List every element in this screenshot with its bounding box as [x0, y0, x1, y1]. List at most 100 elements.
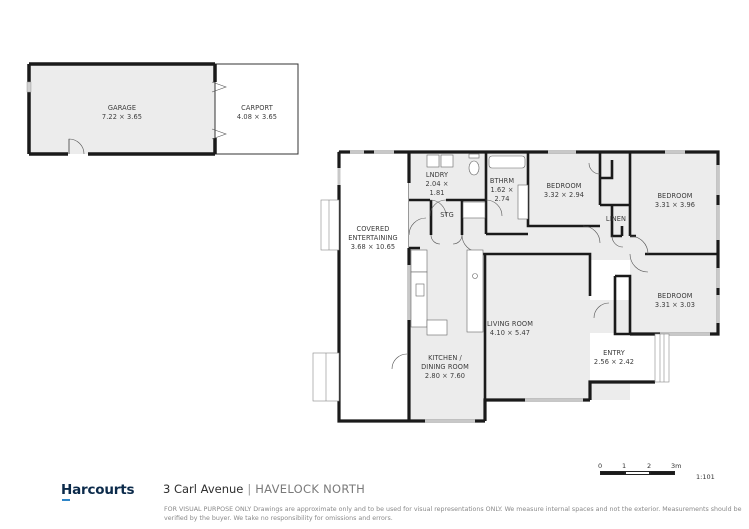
logo-accent-bar — [62, 499, 70, 501]
covered-entertaining-dims: 3.68 × 10.65 — [351, 243, 395, 251]
entry-label: ENTRY — [603, 349, 626, 357]
bedroom1-label: BEDROOM — [546, 182, 581, 190]
door-swing — [582, 225, 601, 244]
garage-window — [26, 81, 32, 93]
scale-tick-3: 3m — [671, 462, 682, 470]
door-swing — [429, 199, 447, 217]
living-room-label: LIVING ROOM — [487, 320, 533, 328]
scale-tick-1: 1 — [622, 462, 627, 470]
bathroom-dims-1: 1.62 × — [491, 186, 514, 194]
window — [407, 265, 411, 320]
door-swing — [429, 199, 447, 217]
garage-label: GARAGE — [108, 104, 136, 112]
carport-opening-top — [211, 81, 227, 93]
kitchen-dims: 2.80 × 7.60 — [425, 372, 465, 380]
address-street: 3 Carl Avenue — [163, 482, 244, 496]
garage-dims: 7.22 × 3.65 — [102, 113, 142, 121]
scale-ratio: 1:101 — [696, 473, 715, 481]
door-swings — [391, 162, 649, 370]
vanity-icon — [517, 184, 529, 220]
laundry-label: LNDRY — [426, 171, 449, 179]
scale-tick-0: 0 — [598, 462, 603, 470]
window — [525, 398, 583, 402]
bathroom-label: BTHRM — [490, 177, 514, 185]
bedroom3-dims: 3.31 × 3.03 — [655, 301, 695, 309]
covered-entertaining-area — [338, 151, 410, 422]
fixtures — [410, 153, 529, 336]
kitchen-bench-return-icon — [426, 319, 448, 336]
scale-tick-2: 2 — [647, 462, 652, 470]
covered-entertaining-label-1: COVERED — [357, 225, 390, 233]
carport-outline — [214, 63, 299, 155]
garage-walls — [27, 62, 217, 156]
carport-dims: 4.08 × 3.65 — [237, 113, 277, 121]
disclaimer-text: FOR VISUAL PURPOSE ONLY Drawings are app… — [164, 506, 742, 522]
cooktop-icon — [410, 249, 428, 273]
laundry-sink-icon — [440, 154, 454, 168]
window — [716, 165, 720, 195]
scale-segment-light — [625, 471, 650, 475]
entry-dims: 2.56 × 2.42 — [594, 358, 634, 366]
scale-bar: 0 1 2 3m 1:101 — [598, 462, 718, 486]
door-swing — [629, 253, 649, 273]
bathroom-dims-2: 2.74 — [494, 195, 509, 203]
shower-icon — [462, 201, 486, 219]
toilet-icon — [468, 160, 480, 176]
windows — [337, 150, 720, 423]
bedroom1-floor — [528, 152, 600, 226]
window — [665, 150, 685, 154]
storage-label: STG — [440, 211, 454, 219]
island-fixture-icon — [472, 273, 478, 279]
laundry-tub-icon — [426, 154, 440, 168]
kitchen-bench-icon — [410, 271, 428, 328]
window — [337, 168, 341, 185]
window — [716, 205, 720, 240]
bedroom2-dims: 3.31 × 3.96 — [655, 201, 695, 209]
step — [320, 199, 340, 251]
covered-entertaining-label-2: ENTERTAINING — [348, 234, 397, 242]
carport-opening-bottom — [211, 128, 227, 140]
step — [654, 333, 670, 383]
toilet-cistern-icon — [468, 153, 480, 159]
garage-block: GARAGE 7.22 × 3.65 CARPORT 4.08 × 3.65 — [26, 62, 299, 156]
carport-label: CARPORT — [241, 104, 274, 112]
window — [350, 150, 364, 154]
linen-label: LINEN — [606, 215, 626, 223]
toilet-floor — [469, 152, 486, 200]
window — [716, 295, 720, 323]
door-swing — [593, 302, 610, 319]
entry-white — [590, 333, 655, 382]
kitchen-label-2: DINING ROOM — [421, 363, 469, 371]
harcourts-logo: Harcourts — [61, 482, 135, 498]
scale-segment-dark — [600, 471, 625, 475]
door-swing — [408, 217, 427, 236]
kitchen-label-1: KITCHEN / — [428, 354, 462, 362]
door-swing — [611, 235, 624, 248]
address-separator: | — [247, 482, 252, 496]
door-swing — [485, 199, 503, 217]
laundry-dims-1: 2.04 × — [426, 180, 449, 188]
kitchen-sink-icon — [415, 283, 425, 297]
scale-segment-dark — [650, 471, 675, 475]
window — [716, 268, 720, 288]
bathtub-icon — [488, 155, 526, 169]
living-floor — [485, 254, 590, 400]
door-swing — [588, 162, 601, 175]
bedroom2-floor — [630, 152, 718, 254]
living-room-dims: 4.10 × 5.47 — [490, 329, 530, 337]
property-address: 3 Carl Avenue|HAVELOCK NORTH — [163, 482, 365, 496]
deck-steps — [312, 199, 670, 402]
bedroom1-dims: 3.32 × 2.94 — [544, 191, 584, 199]
island-bench-icon — [466, 249, 484, 333]
window — [548, 150, 576, 154]
garage-floor — [29, 64, 215, 154]
bedroom3-floor — [630, 254, 718, 334]
door-swing — [629, 235, 649, 255]
door-swing — [391, 353, 408, 370]
bedroom3-label: BEDROOM — [657, 292, 692, 300]
window — [374, 150, 394, 154]
address-suburb: HAVELOCK NORTH — [255, 482, 366, 496]
house-block: COVERED ENTERTAINING 3.68 × 10.65 LNDRY … — [312, 150, 720, 423]
window — [425, 419, 475, 423]
